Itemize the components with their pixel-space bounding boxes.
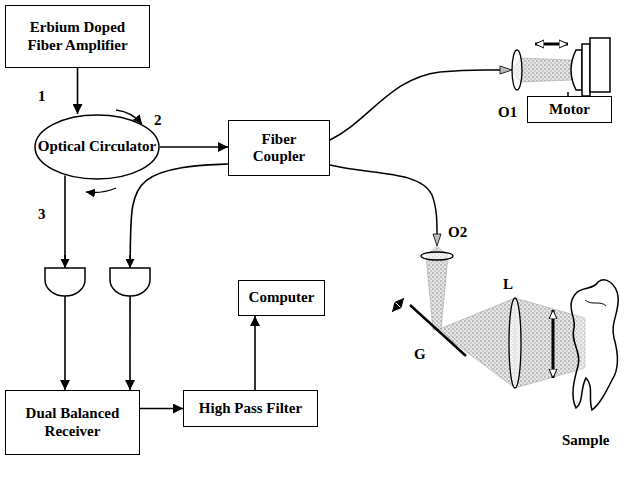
circulation-arrow [86,188,116,193]
node-label: Dual Balanced Receiver [18,405,127,440]
motor-body [590,38,610,92]
amplifier-box: Erbium Doped Fiber Amplifier [5,5,150,68]
circulator-ellipse: Optical Circulator [34,114,160,180]
photodetector-symbol [110,268,150,296]
sample-beam [437,298,515,388]
port-number: 1 [38,88,46,105]
port-number: 3 [38,206,46,223]
lens-o1 [512,50,522,90]
mirror-mount [582,44,590,96]
node-label: Computer [249,289,315,306]
lens-label: L [503,276,513,293]
galvo-scan-arrow [392,298,404,312]
lens-o2 [421,252,453,260]
node-label: Erbium Doped Fiber Amplifier [18,19,137,54]
tooth-sample [571,280,618,410]
scan-arrow [535,43,568,46]
mirror-label: G [414,346,426,363]
node-label: Optical Circulator [38,138,156,155]
signal-connector [140,408,183,410]
fiber [330,70,500,140]
motor-box: Motor [527,96,612,123]
node-label: Fiber Coupler [241,131,317,166]
reference-mirror [571,50,582,90]
tooth-detail [585,300,606,306]
computer-box: Computer [238,280,325,316]
fiber-tip [500,66,512,74]
node-label: Motor [549,101,590,118]
scan-arrow [552,310,555,378]
photodetector-symbol [45,268,85,296]
fiber-tip [433,234,441,246]
port-number: 2 [154,112,162,129]
coupler-box: Fiber Coupler [228,120,330,176]
sample-label: Sample [562,432,610,449]
lens-label: O2 [448,224,467,241]
fiber [330,165,437,234]
signal-connector [77,68,79,114]
lens-label: O1 [498,104,517,121]
signal-connector [254,316,256,390]
receiver-box: Dual Balanced Receiver [5,390,140,455]
signal-connector [160,146,228,148]
node-label: High Pass Filter [199,400,302,417]
lens-l [509,298,521,388]
filter-box: High Pass Filter [183,390,318,427]
detector-input-arrow [64,255,66,268]
detector-input-arrow [129,255,131,268]
